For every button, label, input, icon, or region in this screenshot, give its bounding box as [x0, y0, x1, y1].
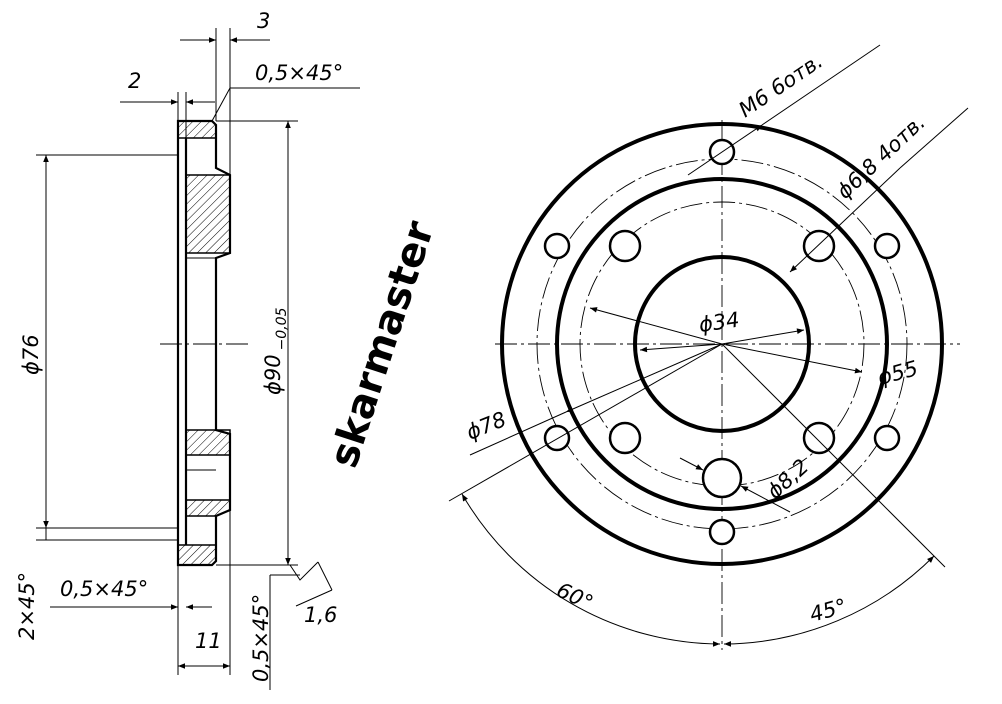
dim-d34-arrow	[639, 343, 723, 353]
hole-m6	[873, 424, 901, 452]
dim-d34-arrow	[721, 328, 805, 345]
dim-2x45: 2×45°	[15, 572, 39, 640]
dim-d82-arrow	[679, 457, 704, 471]
dim-d90: ϕ90 −0,05	[261, 307, 290, 395]
leader-d68	[789, 167, 901, 273]
hole-m6	[873, 232, 901, 260]
dim-45: 45°	[807, 594, 849, 627]
roughness-symbol	[289, 561, 319, 581]
dim-d82-arrow	[740, 485, 791, 513]
dim-d78-arrow	[565, 343, 723, 413]
bolt-circle-d68	[579, 201, 865, 487]
dim-chamfer-bottom-right: 0,5×45°	[249, 594, 273, 682]
dim-chamfer-bottom-left: 0,5×45°	[60, 577, 148, 601]
dim-m6: M6 6отв.	[734, 49, 827, 122]
roughness-leader	[295, 589, 333, 607]
hole-d68	[802, 229, 836, 263]
dim-d90-main: ϕ90	[261, 354, 285, 395]
dim-2: 2	[128, 69, 141, 93]
leader-m6	[687, 124, 763, 176]
outer-contour	[500, 122, 944, 566]
dim-d78: ϕ78	[463, 407, 510, 444]
dim-d55-arrow	[589, 307, 723, 345]
hole-m6	[543, 232, 571, 260]
middle-contour	[555, 177, 889, 511]
dim-d78-leader	[469, 411, 567, 456]
d68-holes	[608, 229, 836, 455]
leader-d68	[899, 107, 969, 169]
dim-d55-arrow	[721, 343, 863, 374]
hole-m6	[708, 518, 736, 546]
dim-d34: ϕ34	[697, 308, 741, 337]
dim-d90-tol: −0,05	[274, 307, 290, 350]
angle-ray-60	[448, 343, 723, 502]
hole-d68	[608, 229, 642, 263]
roughness-leg	[317, 561, 333, 591]
angle-arc-45	[723, 555, 935, 647]
dim-roughness: 1,6	[304, 603, 337, 627]
hole-m6	[543, 424, 571, 452]
section-hatch-lower	[185, 429, 231, 456]
dim-chamfer-top: 0,5×45°	[255, 61, 343, 85]
bore-contour	[633, 255, 811, 433]
hole-d68	[608, 421, 642, 455]
section-hatch-top	[177, 120, 217, 139]
dim-d76: ϕ76	[19, 334, 43, 375]
side-view: 3 0,5×45° 2 ϕ76 ϕ90 −0,05 2×45° 0,5×4	[15, 9, 360, 690]
leader	[211, 87, 231, 122]
section-hatch-upper	[185, 174, 231, 254]
hole-d68	[802, 421, 836, 455]
leader-m6	[761, 44, 881, 126]
hole-d82	[701, 457, 743, 499]
section-hatch-bottom	[177, 544, 217, 566]
dim-11: 11	[195, 629, 222, 653]
angle-arc-60	[461, 493, 721, 647]
angle-ray-45	[721, 343, 946, 568]
front-view: M6 6отв. ϕ6,8 4отв. ϕ34 ϕ55 ϕ78 ϕ8,2 60°…	[448, 44, 969, 650]
dim-3: 3	[257, 9, 270, 33]
dim-60: 60°	[553, 578, 597, 615]
dim-d55: ϕ55	[875, 356, 920, 390]
watermark-text: skarmaster	[321, 216, 444, 474]
section-hatch-lower2	[185, 499, 231, 517]
